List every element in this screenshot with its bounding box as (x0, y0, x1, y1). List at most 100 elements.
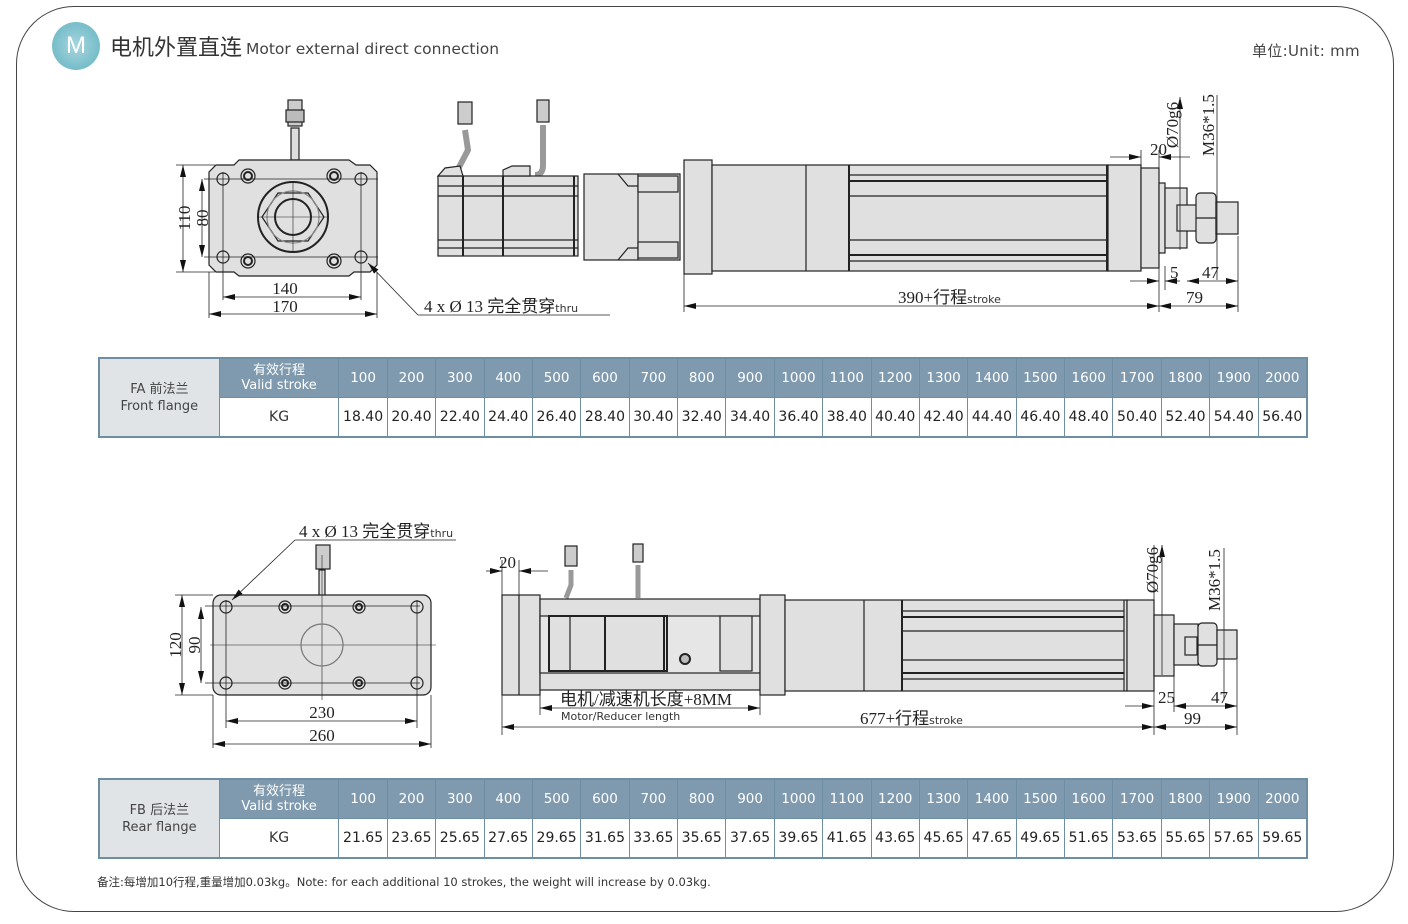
fb-stroke-cell: 100 (338, 778, 388, 819)
fa-side-dims (683, 95, 1239, 312)
fb-dim-230: 230 (309, 703, 335, 722)
fa-stroke-cell: 1800 (1160, 357, 1211, 398)
fa-weight-cell: 38.40 (822, 397, 872, 438)
fa-stroke-cell: 200 (386, 357, 437, 398)
fa-dim-79: 79 (1186, 288, 1203, 307)
fb-weight-cell: 35.65 (677, 818, 727, 859)
fa-weight-cell: 42.40 (918, 397, 969, 438)
fb-stroke-cell: 1500 (1015, 778, 1066, 819)
fa-stroke-cell: 1400 (967, 357, 1017, 398)
fb-weight-cell: 27.65 (483, 818, 533, 859)
fb-stroke-cell: 300 (435, 778, 485, 819)
fa-stroke-cell: 1100 (822, 357, 872, 398)
fa-stroke-cell: 600 (580, 357, 630, 398)
fa-stroke-label: 390+行程stroke (898, 288, 1001, 307)
fa-dim-110: 110 (175, 206, 194, 231)
fb-dim-20: 20 (499, 553, 516, 572)
fb-stroke-cell: 900 (725, 778, 775, 819)
fa-stroke-cell: 2000 (1257, 357, 1308, 398)
fa-stroke-cell: 900 (725, 357, 775, 398)
fb-weight-cell: 49.65 (1015, 818, 1066, 859)
fa-stroke-cell: 100 (338, 357, 388, 398)
fb-stroke-cell: 1400 (967, 778, 1017, 819)
fa-dim-80: 80 (193, 210, 212, 227)
connector-icon (536, 99, 550, 123)
fa-weight-cell: 44.40 (967, 397, 1017, 438)
connector-icon (457, 101, 473, 125)
fb-weight-cell: 59.65 (1257, 818, 1308, 859)
fa-kg-label: KG (218, 397, 340, 438)
fb-dim-90: 90 (185, 637, 204, 654)
fb-weight-cell: 51.65 (1064, 818, 1114, 859)
fa-weight-cell: 40.40 (870, 397, 920, 438)
fb-weight-cell: 37.65 (725, 818, 775, 859)
fb-weight-cell: 57.65 (1209, 818, 1259, 859)
fb-stroke-cell: 1700 (1112, 778, 1162, 819)
fb-weight-cell: 23.65 (386, 818, 437, 859)
fa-stroke-cell: 1600 (1064, 357, 1114, 398)
fb-stroke-cell: 1200 (870, 778, 920, 819)
fa-stroke-cell: 1700 (1112, 357, 1162, 398)
fb-weight-cell: 47.65 (967, 818, 1017, 859)
fa-dim-5: 5 (1170, 263, 1179, 282)
fb-stroke-cell: 700 (628, 778, 679, 819)
section-title-en: Motor external direct connection (246, 40, 500, 58)
fa-weight-cell: 48.40 (1064, 397, 1114, 438)
fa-flange-end-view (176, 99, 610, 318)
fa-stroke-cell: 1200 (870, 357, 920, 398)
fb-hole-note: 4 x Ø 13 完全贯穿thru (299, 522, 453, 541)
fa-stroke-cell: 700 (628, 357, 679, 398)
fb-stroke-cell: 1600 (1064, 778, 1114, 819)
fa-stroke-cell: 1000 (773, 357, 824, 398)
fa-weight-cell: 24.40 (483, 397, 533, 438)
connector-icon (564, 545, 578, 567)
fb-weight-cell: 55.65 (1160, 818, 1211, 859)
fa-dim-47: 47 (1202, 263, 1220, 282)
fa-stroke-cell: 400 (483, 357, 533, 398)
fb-stroke-cell: 500 (531, 778, 582, 819)
fb-motor-length-cn: 电机/减速机长度+8MM (560, 690, 732, 709)
fa-stroke-cell: 1300 (918, 357, 969, 398)
fb-flange-end-view (175, 539, 456, 748)
fb-side-dims (486, 545, 1238, 735)
fa-dim-20: 20 (1150, 140, 1167, 159)
fb-stroke-cell: 2000 (1257, 778, 1308, 819)
page-frame (16, 6, 1394, 912)
fa-dim-140: 140 (272, 279, 298, 298)
fb-stroke-cell: 1800 (1160, 778, 1211, 819)
section-badge: M (52, 22, 100, 70)
fb-weight-cell: 33.65 (628, 818, 679, 859)
fb-kg-label: KG (218, 818, 340, 859)
fb-stroke-cell: 1000 (773, 778, 824, 819)
fb-stroke-cell: 1300 (918, 778, 969, 819)
fa-stroke-cell: 1500 (1015, 357, 1066, 398)
fb-dim-shaft: Ø70g6 (1143, 547, 1162, 593)
fb-weight-cell: 21.65 (338, 818, 388, 859)
fb-stroke-cell: 800 (677, 778, 727, 819)
fa-weight-cell: 36.40 (773, 397, 824, 438)
fa-weight-cell: 56.40 (1257, 397, 1308, 438)
unit-label: 单位:Unit: mm (1252, 42, 1360, 60)
fa-dim-shaft: Ø70g6 (1163, 102, 1182, 148)
fb-weight-cell: 43.65 (870, 818, 920, 859)
fb-stroke-cell: 1900 (1209, 778, 1259, 819)
fb-weight-cell: 45.65 (918, 818, 969, 859)
fa-stroke-cell: 1900 (1209, 357, 1259, 398)
fa-weight-cell: 26.40 (531, 397, 582, 438)
fb-weight-cell: 41.65 (822, 818, 872, 859)
fb-stroke-cell: 600 (580, 778, 630, 819)
connector-icon (632, 543, 644, 563)
fa-dim-170: 170 (272, 297, 298, 316)
fb-dim-99: 99 (1184, 709, 1201, 728)
fa-stroke-cell: 800 (677, 357, 727, 398)
fa-weight-cell: 54.40 (1209, 397, 1259, 438)
fa-weight-cell: 34.40 (725, 397, 775, 438)
fa-weight-cell: 52.40 (1160, 397, 1211, 438)
